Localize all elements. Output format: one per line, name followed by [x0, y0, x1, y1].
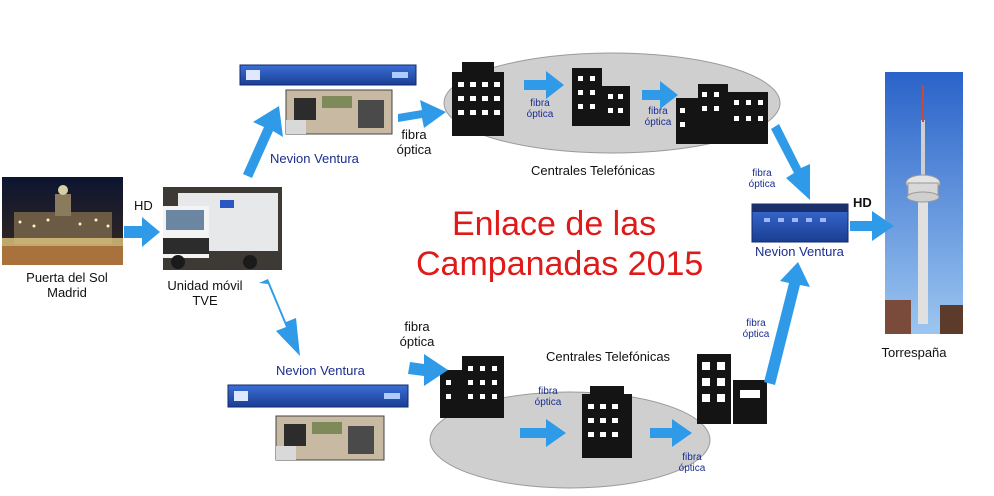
label-torrespana: Torrespaña	[881, 345, 947, 360]
label-hd-right: HD	[853, 195, 872, 210]
building-top-3	[676, 84, 768, 144]
label-unidad-movil: Unidad móvil TVE	[167, 278, 243, 308]
arrows	[124, 71, 894, 447]
nevion-device-top	[239, 64, 417, 135]
building-top-1	[452, 62, 504, 136]
arrow-bottom-to-receiver	[764, 262, 810, 385]
diagram-title-line1: Enlace de las	[452, 205, 657, 243]
label-fibra-top-2: fibra óptica	[644, 106, 672, 128]
arrow-bottom-1	[520, 419, 566, 447]
arrow-nevion-top-to-centrales	[398, 100, 446, 128]
arrow-top-to-receiver	[771, 124, 810, 200]
building-bottom-2	[582, 386, 632, 458]
building-top-2	[572, 68, 630, 126]
label-hd-left: HD	[134, 198, 153, 213]
label-centrales-top: Centrales Telefónicas	[531, 163, 656, 178]
label-fibra-top-main: fibra óptica	[396, 127, 432, 157]
label-fibra-top-1: fibra óptica	[526, 98, 554, 120]
label-fibra-bottom-main: fibra óptica	[399, 319, 435, 349]
building-bottom-3	[697, 354, 767, 424]
diagram-title-line2: Campanadas 2015	[416, 245, 704, 283]
arrow-to-centrales-bottom	[408, 354, 448, 386]
arrow-movil-to-nevion-top	[243, 106, 283, 178]
label-puerta-del-sol: Puerta del Sol Madrid	[26, 270, 108, 300]
building-bottom-1	[440, 356, 504, 418]
puerta-del-sol-photo	[2, 177, 123, 265]
arrow-bottom-2	[650, 419, 692, 447]
arrow-movil-to-nevion-bottom	[259, 279, 300, 356]
label-fibra-bottom-2: fibra óptica	[678, 452, 706, 474]
nevion-device-bottom	[227, 384, 409, 461]
label-fibra-bottom-1: fibra óptica	[534, 386, 562, 408]
arrow-top-2	[642, 81, 678, 109]
label-nevion-bottom: Nevion Ventura	[276, 363, 365, 378]
torrespana-photo	[885, 72, 963, 334]
label-fibra-top-3: fibra óptica	[748, 168, 776, 190]
unidad-movil-photo	[163, 187, 282, 270]
arrow-sol-to-movil	[124, 217, 160, 247]
label-nevion-top: Nevion Ventura	[270, 151, 359, 166]
nevion-receiver	[751, 203, 849, 243]
arrow-receiver-to-torrespana	[850, 211, 894, 241]
label-fibra-bottom-3: fibra óptica	[742, 318, 770, 340]
arrow-top-1	[524, 71, 564, 99]
label-centrales-bottom: Centrales Telefónicas	[546, 349, 671, 364]
label-nevion-receiver: Nevion Ventura	[755, 244, 844, 259]
